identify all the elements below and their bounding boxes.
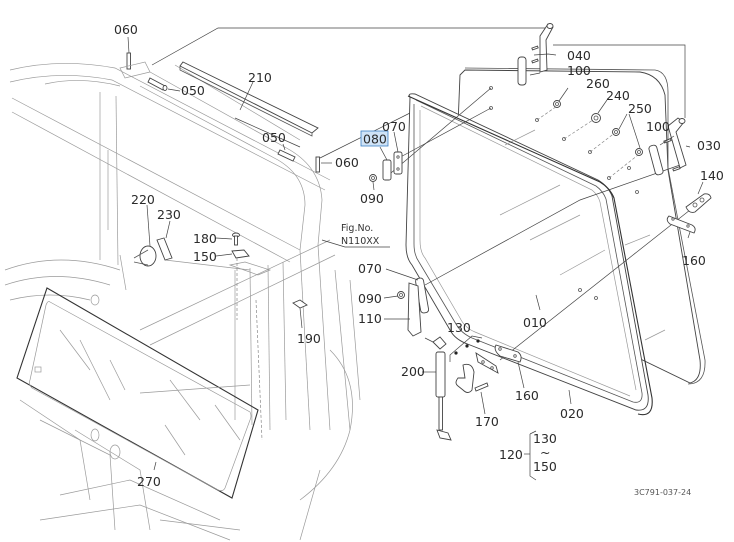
callout-010[interactable]: 010 bbox=[523, 315, 547, 330]
callout-120-range-tilde: ~ bbox=[540, 445, 550, 460]
callout-140[interactable]: 140 bbox=[700, 168, 724, 183]
part-110-stay[interactable] bbox=[407, 282, 422, 337]
stay-assembly-lower bbox=[397, 277, 522, 441]
callout-090[interactable]: 090 bbox=[360, 191, 384, 206]
callout-120[interactable]: 120 bbox=[499, 447, 523, 462]
part-080-plate[interactable] bbox=[382, 159, 392, 181]
callout-060[interactable]: 060 bbox=[114, 22, 138, 37]
part-090-nut-upper[interactable] bbox=[369, 174, 377, 182]
callout-090[interactable]: 090 bbox=[358, 291, 382, 306]
plate-holes bbox=[489, 86, 639, 300]
callout-200[interactable]: 200 bbox=[401, 364, 425, 379]
part-200-gas-strut[interactable] bbox=[424, 336, 452, 441]
part-130-latch[interactable] bbox=[455, 363, 475, 393]
part-060-pin[interactable] bbox=[126, 52, 131, 70]
selected-part-highlight bbox=[360, 130, 389, 147]
part-010-glass-frame[interactable] bbox=[405, 93, 649, 411]
part-070-plate-upper[interactable] bbox=[393, 151, 403, 175]
callout-230[interactable]: 230 bbox=[157, 207, 181, 222]
figure-ref-line1: Fig.No. bbox=[341, 223, 373, 234]
callout-120-range-from: 130 bbox=[533, 431, 557, 446]
callout-060[interactable]: 060 bbox=[335, 155, 359, 170]
part-230-cap[interactable] bbox=[156, 237, 173, 261]
part-180-bolt[interactable] bbox=[232, 232, 240, 246]
callout-040[interactable]: 040 bbox=[567, 48, 591, 63]
part-020-weatherstrip[interactable] bbox=[407, 95, 653, 416]
part-190-bracket[interactable] bbox=[292, 299, 308, 309]
callout-110[interactable]: 110 bbox=[358, 311, 382, 326]
callout-050[interactable]: 050 bbox=[181, 83, 205, 98]
part-270-rear-window[interactable] bbox=[16, 287, 259, 499]
callout-160[interactable]: 160 bbox=[515, 388, 539, 403]
callout-030[interactable]: 030 bbox=[697, 138, 721, 153]
part-090-nut-lower[interactable] bbox=[397, 291, 405, 299]
part-100-plate-right[interactable] bbox=[648, 144, 664, 176]
callout-260[interactable]: 260 bbox=[586, 76, 610, 91]
callout-240[interactable]: 240 bbox=[606, 88, 630, 103]
callout-020[interactable]: 020 bbox=[560, 406, 584, 421]
callout-210[interactable]: 210 bbox=[248, 70, 272, 85]
part-050-pin[interactable] bbox=[147, 77, 166, 91]
callout-070[interactable]: 070 bbox=[382, 119, 406, 134]
callout-050[interactable]: 050 bbox=[262, 130, 286, 145]
drawing-code: 3C791-037-24 bbox=[634, 488, 691, 497]
part-160-plate-right[interactable] bbox=[666, 215, 696, 234]
hinge-assembly-right bbox=[517, 23, 712, 234]
part-140-lock-plate[interactable] bbox=[685, 193, 712, 213]
callout-170[interactable]: 170 bbox=[475, 414, 499, 429]
callout-220[interactable]: 220 bbox=[131, 192, 155, 207]
part-170-screw[interactable] bbox=[474, 382, 489, 392]
part-220-knob[interactable] bbox=[133, 245, 157, 267]
callout-160[interactable]: 160 bbox=[682, 253, 706, 268]
callout-120-range-to: 150 bbox=[533, 459, 557, 474]
part-030-hinge[interactable] bbox=[667, 117, 687, 169]
callouts: 060 210 050 050 060 080 070 090 040 100 … bbox=[114, 22, 724, 497]
leader-lines bbox=[127, 36, 704, 481]
part-100-plate-upper[interactable] bbox=[517, 56, 527, 86]
part-050-pin-right[interactable] bbox=[277, 149, 296, 162]
callout-070[interactable]: 070 bbox=[358, 261, 382, 276]
left-side-parts bbox=[133, 232, 308, 320]
stay-assembly-upper bbox=[369, 151, 403, 182]
callout-190[interactable]: 190 bbox=[297, 331, 321, 346]
callout-250[interactable]: 250 bbox=[628, 101, 652, 116]
part-260-nut[interactable] bbox=[553, 100, 561, 108]
part-240-nut[interactable] bbox=[591, 113, 601, 123]
callout-080-selected[interactable]: 080 bbox=[363, 132, 387, 147]
callout-270[interactable]: 270 bbox=[137, 474, 161, 489]
part-150-block[interactable] bbox=[231, 249, 250, 259]
part-250-nut[interactable] bbox=[612, 128, 643, 156]
hinge-assembly-left bbox=[119, 27, 545, 173]
part-060-pin-right[interactable] bbox=[315, 156, 320, 173]
callout-130[interactable]: 130 bbox=[447, 320, 471, 335]
callout-150[interactable]: 150 bbox=[193, 249, 217, 264]
callout-100[interactable]: 100 bbox=[646, 119, 670, 134]
figure-ref-line2: N110XX bbox=[341, 236, 380, 247]
part-040-hinge[interactable] bbox=[539, 23, 554, 73]
cab-frame bbox=[4, 63, 361, 541]
door-glass-assembly bbox=[384, 67, 706, 411]
callout-100[interactable]: 100 bbox=[567, 63, 591, 78]
callout-180[interactable]: 180 bbox=[193, 231, 217, 246]
